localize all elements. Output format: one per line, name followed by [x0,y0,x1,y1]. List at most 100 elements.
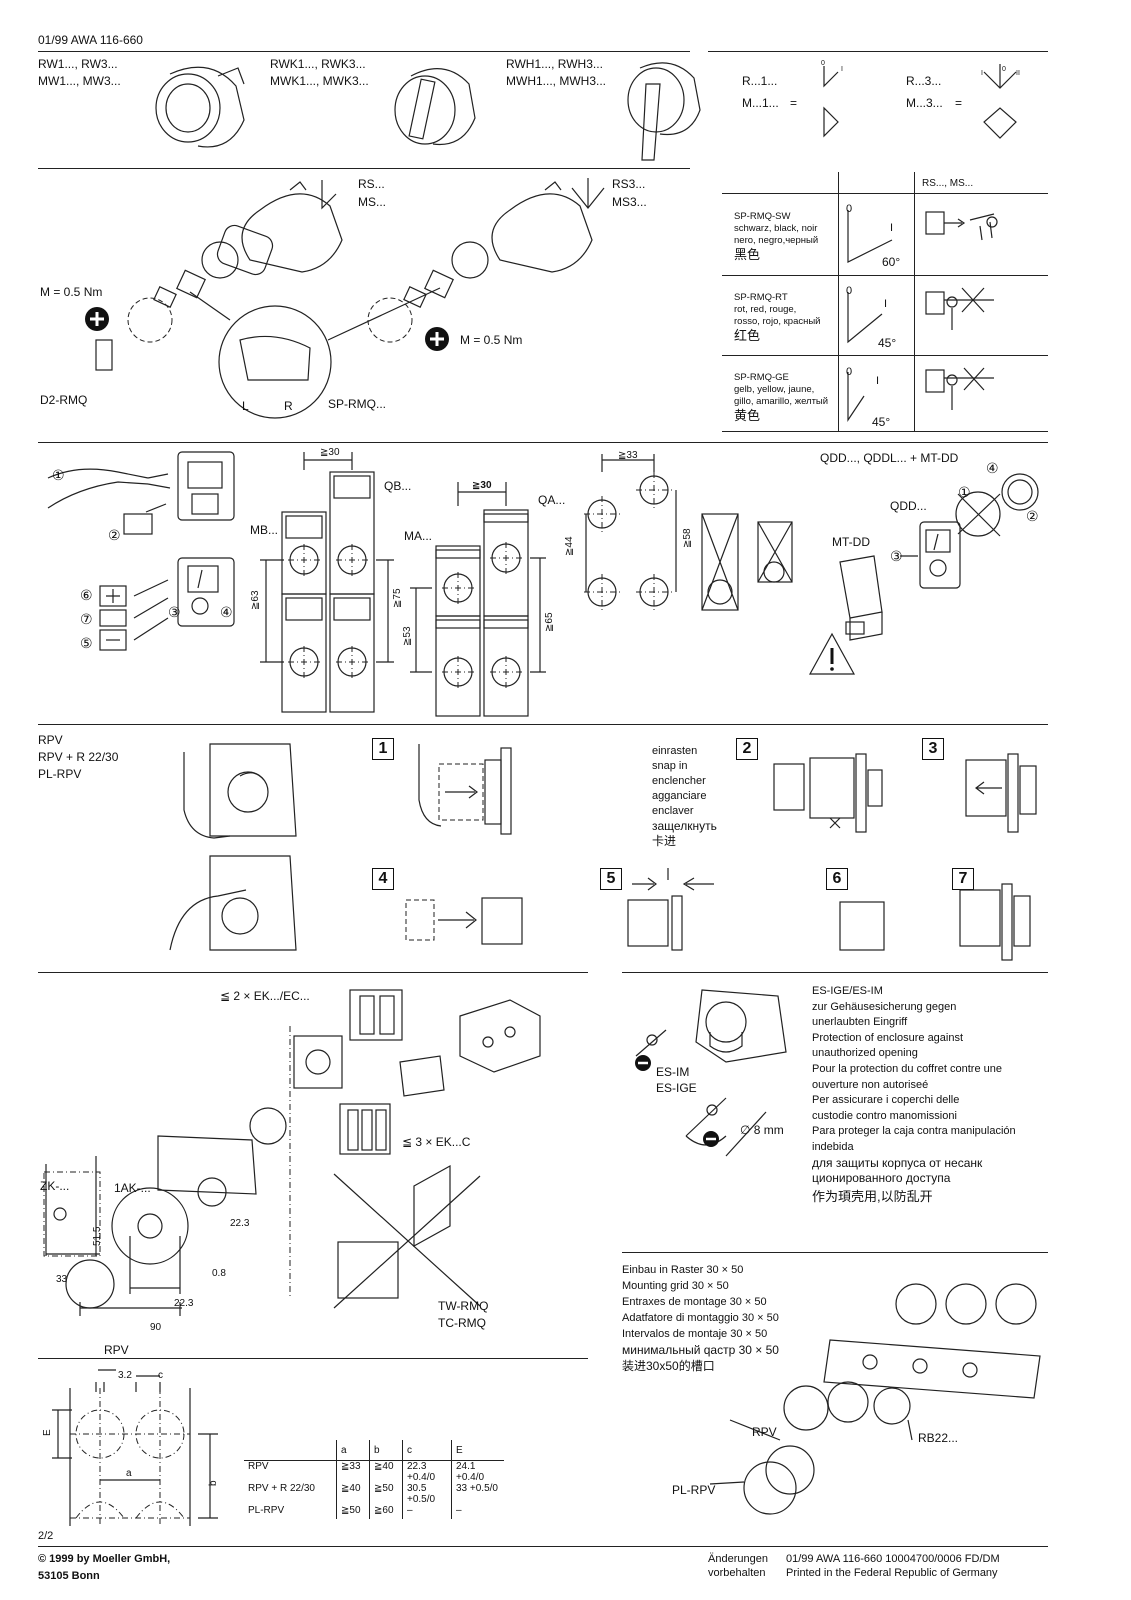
ak-label: 1AK-... [114,1181,151,1195]
dim-ge30-ma: ≧30 [472,480,492,491]
qdd-circle-3: ③ [890,548,903,564]
sp-table-rule-v2 [914,172,915,432]
qb-label: QB... [384,479,412,493]
ge-pos0: 0 [846,366,853,378]
step2-drawing [773,753,883,833]
dim-ge53: ≧53 [402,626,413,646]
switch-symbol-3pos [983,64,1017,139]
sp-table-rule-v1 [838,172,839,432]
torque-right: M = 0.5 Nm [460,333,523,347]
rw-operator-illustration [155,66,245,148]
step-6: 6 [826,868,848,890]
minus-icon-2 [703,1131,719,1147]
qdd-title: QDD..., QDDL... + MT-DD [820,451,959,465]
detail-label-l: L [242,399,249,413]
footer-doc-ref: 01/99 AWA 116-660 10004700/0006 FD/DM [786,1553,1000,1565]
section-rule-6 [38,1358,588,1359]
sym3-posII: II [1016,70,1020,77]
footer-changes-1: Änderungen [708,1553,768,1565]
rwh-label-2: MWH1..., MWH3... [506,74,606,88]
qdd-assembly-drawing [808,473,1039,675]
step-circle-1: ① [52,467,65,483]
equals-3: = [955,96,963,110]
rwh-label-1: RWH1..., RWH3... [506,57,603,71]
section-rule-4b [622,972,1048,973]
rs3-label-2: MS3... [612,195,647,209]
dim-33: 33 [56,1274,68,1285]
section-rule-2 [38,442,1048,443]
header-rule [38,51,690,52]
step6-drawing [839,901,885,951]
snap-in-text: einrasten snap in enclencher agganciare … [652,745,717,848]
step7-drawing [959,883,1031,961]
dim-a: a [126,1468,132,1479]
dim-e: E [42,1429,53,1436]
footer-printed: Printed in the Federal Republic of Germa… [786,1567,998,1579]
rwk-label-1: RWK1..., RWK3... [270,57,366,71]
sp-row-ge-text: SP-RMQ-GE gelb, yellow, jaune, gillo, am… [734,372,829,423]
dim-ge44: ≧44 [564,536,575,556]
rt-pos0: 0 [846,285,853,297]
m3-label: M...3... [906,96,943,110]
step-3: 3 [922,738,944,760]
legend-insert-drawing [47,451,235,651]
r1-label: R...1... [742,74,778,88]
section-rule-3 [38,724,1048,725]
sp-table-rule-h3 [722,355,1048,356]
step-circle-5: ⑤ [80,635,93,651]
rpv-labels: RPV RPV + R 22/30 PL-RPV [38,733,119,781]
dim-51-5: 51.5 [92,1226,103,1246]
step-circle-6: ⑥ [80,587,93,603]
rpv-hand-mount-drawing [169,743,297,951]
sym3-posI: I [981,70,983,77]
d2-rmq-label: D2-RMQ [40,393,88,407]
footer-city: 53105 Bonn [38,1570,100,1582]
sp-table-rule-h2 [722,275,1048,276]
step-5: 5 [600,868,622,890]
step-circle-7: ⑦ [80,611,93,627]
dim-ge30-mb: ≧30 [320,447,340,458]
sw-posI: I [890,222,894,234]
ma-label: MA... [404,529,433,543]
mtdd-label: MT-DD [832,535,870,549]
footer-copyright: © 1999 by Moeller GmbH, [38,1553,171,1565]
drill-8mm: ∅ 8 mm [740,1123,784,1137]
rs-label-1: RS... [358,177,385,191]
dim-ge65: ≧65 [544,612,555,632]
sp-table-rule-h1 [722,193,1048,194]
m1-label: M...1... [742,96,779,110]
rwk-label-2: MWK1..., MWK3... [270,74,369,88]
sp-angle-symbols [847,210,893,422]
rs3-symbol [571,178,605,209]
sp-key-symbols [925,211,998,410]
pl-rpv-label: PL-RPV [672,1483,716,1497]
sp-row-rt-text: SP-RMQ-RT rot, red, rouge, rosso, rojo, … [734,292,821,343]
ma-qa-spacing-drawing [410,482,546,717]
qdd-circle-2: ② [1026,508,1039,524]
rwk-operator-illustration [394,68,476,146]
step-2: 2 [736,738,758,760]
step3-drawing [965,753,1037,833]
table-row: PL-RPV≧50 ≧60– – [244,1505,504,1519]
sym1-posI: I [841,66,843,73]
footer-changes-2: vorbehalten [708,1567,766,1579]
qdd-circle-4: ④ [986,460,999,476]
dim-c: c [158,1370,163,1381]
mb-label: MB... [250,523,279,537]
cutout-spacing-drawing [52,1369,218,1526]
sw-pos0: 0 [846,203,853,215]
mounting-grid-text: Einbau in Raster 30 × 50 Mounting grid 3… [622,1264,779,1373]
dim-0-8: 0.8 [212,1268,226,1279]
mb-qb-spacing-drawing [260,452,394,713]
step4-drawing [405,897,523,945]
section-rule-5 [622,1252,1048,1253]
torque-left: M = 0.5 Nm [40,285,103,299]
rs-symbol [321,180,337,210]
step-circle-2: ② [108,527,121,543]
detail-label-r: R [284,399,293,413]
ge-posI: I [876,375,880,387]
sp-row-sw-text: SP-RMQ-SW schwarz, black, noir nero, neg… [734,211,819,262]
rb22-label: RB22... [918,1431,959,1445]
